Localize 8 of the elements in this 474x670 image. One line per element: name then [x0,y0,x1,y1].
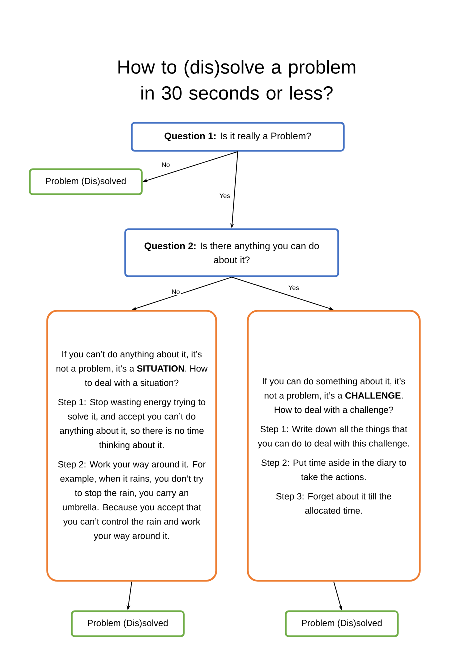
explanation-box: If you can’t do anything about it, it’s not a problem, it’s a SITUATION. How to deal with a situation? Step 1: Stop wasting energy trying to solve it, and accept you can’t do anything about it, so there is no time thinking about it. Step 2: Work your way around it. For example, when it rains, you don’t try to stop the rain, you carry an umbrella. Because you accept that you can’t control the rain and work your way around it. [46,310,218,582]
result-box: Problem (Dis)solved [71,610,185,638]
title: How to (dis)solve a problem in 30 seconds or less? [118,60,356,100]
question-box: Question 2: Is there anything you can do about it? [124,228,340,278]
question-box: Question 1: Is it really a Problem? [131,122,345,152]
result-box: Problem (Dis)solved [285,610,399,638]
result-box: Problem (Dis)solved [29,168,143,196]
explanation-box: If you can do something about it, it’s not a problem, it’s a CHALLENGE. How to deal with a challenge? Step 1: Write down all the things that you can do to deal with this challenge. Step 2: Put time aside in the diary to take the actions. Step 3: Forget about it till the allocated time. [247,310,421,582]
